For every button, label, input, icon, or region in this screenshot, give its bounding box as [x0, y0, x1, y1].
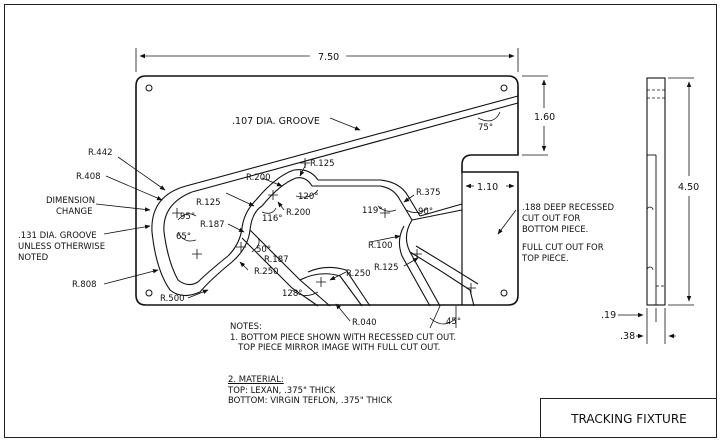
radius-250-a: R.250	[254, 267, 279, 277]
angle-95: 95°	[180, 212, 195, 222]
dim-0-19: .19	[601, 310, 616, 321]
radius-200-a: R.200	[246, 173, 271, 183]
angle-116: 116°	[262, 214, 282, 224]
radius-187-a: R.187	[200, 220, 225, 230]
groove-track	[151, 95, 519, 307]
center-marks	[172, 158, 476, 293]
angle-90: 90°	[418, 207, 433, 217]
groove-131-2: UNLESS OTHERWISE	[18, 242, 105, 252]
dim-0-38: .38	[620, 331, 635, 342]
dimension-change-2: CHANGE	[56, 207, 92, 217]
plate-outline	[135, 75, 519, 306]
hole-top-right	[500, 84, 508, 92]
angle-119: 119°	[362, 206, 382, 216]
dim-4-50: 4.50	[678, 182, 699, 193]
notes-line-1: 1. BOTTOM PIECE SHOWN WITH RECESSED CUT …	[230, 332, 457, 343]
dim-overall-height	[668, 77, 694, 306]
recess-note-1: .188 DEEP RECESSED	[522, 203, 614, 213]
radius-808: R.808	[72, 280, 97, 290]
dim-1-10: 1.10	[477, 182, 498, 193]
angle-128: 128°	[282, 289, 302, 299]
angle-65: 65°	[176, 232, 191, 242]
recess-note-2: CUT OUT FOR	[522, 214, 580, 224]
dim-overall-width	[135, 48, 519, 72]
cut-note-2: TOP PIECE.	[521, 254, 569, 264]
radius-200-b: R.200	[286, 208, 311, 218]
dim-side-thickness	[618, 308, 657, 322]
angle-45: 45°	[446, 317, 461, 327]
dim-notch-height	[522, 75, 548, 156]
notes-block: NOTES: 1. BOTTOM PIECE SHOWN WITH RECESS…	[230, 322, 456, 354]
radius-125-b: R.125	[310, 159, 335, 169]
side-view	[646, 77, 666, 306]
radius-125-a: R.125	[196, 198, 221, 208]
radius-040: R.040	[352, 318, 377, 328]
recess-note-3: BOTTOM PIECE.	[522, 225, 588, 235]
title-block: TRACKING FIXTURE	[540, 398, 717, 438]
material-heading: 2. MATERIAL:	[228, 375, 284, 385]
angle-50: 50°	[256, 245, 271, 255]
notes-heading: NOTES:	[230, 322, 262, 332]
radius-442: R.442	[88, 148, 113, 158]
dim-side-depth	[636, 308, 676, 344]
dim-7-50: 7.50	[318, 52, 339, 63]
hole-top-left	[145, 84, 153, 92]
angle-120: 120°	[298, 192, 318, 202]
drawing-border	[4, 4, 717, 438]
dimension-change-1: DIMENSION	[46, 196, 95, 206]
material-top: TOP: LEXAN, .375" THICK	[228, 385, 336, 396]
hole-bottom-right	[500, 289, 508, 297]
hole-bottom-left	[145, 289, 153, 297]
notes-line-2: TOP PIECE MIRROR IMAGE WITH FULL CUT OUT…	[230, 343, 441, 353]
material-block: 2. MATERIAL: TOP: LEXAN, .375" THICK BOT…	[228, 375, 392, 407]
radius-408: R.408	[76, 172, 101, 182]
radius-500: R.500	[160, 294, 185, 304]
groove-131-1: .131 DIA. GROOVE	[18, 231, 97, 241]
groove-107-label: .107 DIA. GROOVE	[232, 116, 320, 127]
angle-75: 75°	[478, 123, 493, 133]
radius-100: R.100	[368, 241, 393, 251]
dim-1-60: 1.60	[534, 112, 555, 123]
drawing-title: TRACKING FIXTURE	[571, 411, 687, 426]
cut-note-1: FULL CUT OUT FOR	[522, 243, 604, 253]
radius-125-c: R.125	[374, 263, 399, 273]
radius-250-b: R.250	[346, 269, 371, 279]
radius-187-b: R.187	[264, 255, 289, 265]
groove-131-3: NOTED	[18, 253, 49, 263]
leader-lines	[95, 111, 517, 329]
material-bottom: BOTTOM: VIRGIN TEFLON, .375" THICK	[228, 396, 393, 406]
radius-375: R.375	[416, 188, 441, 198]
